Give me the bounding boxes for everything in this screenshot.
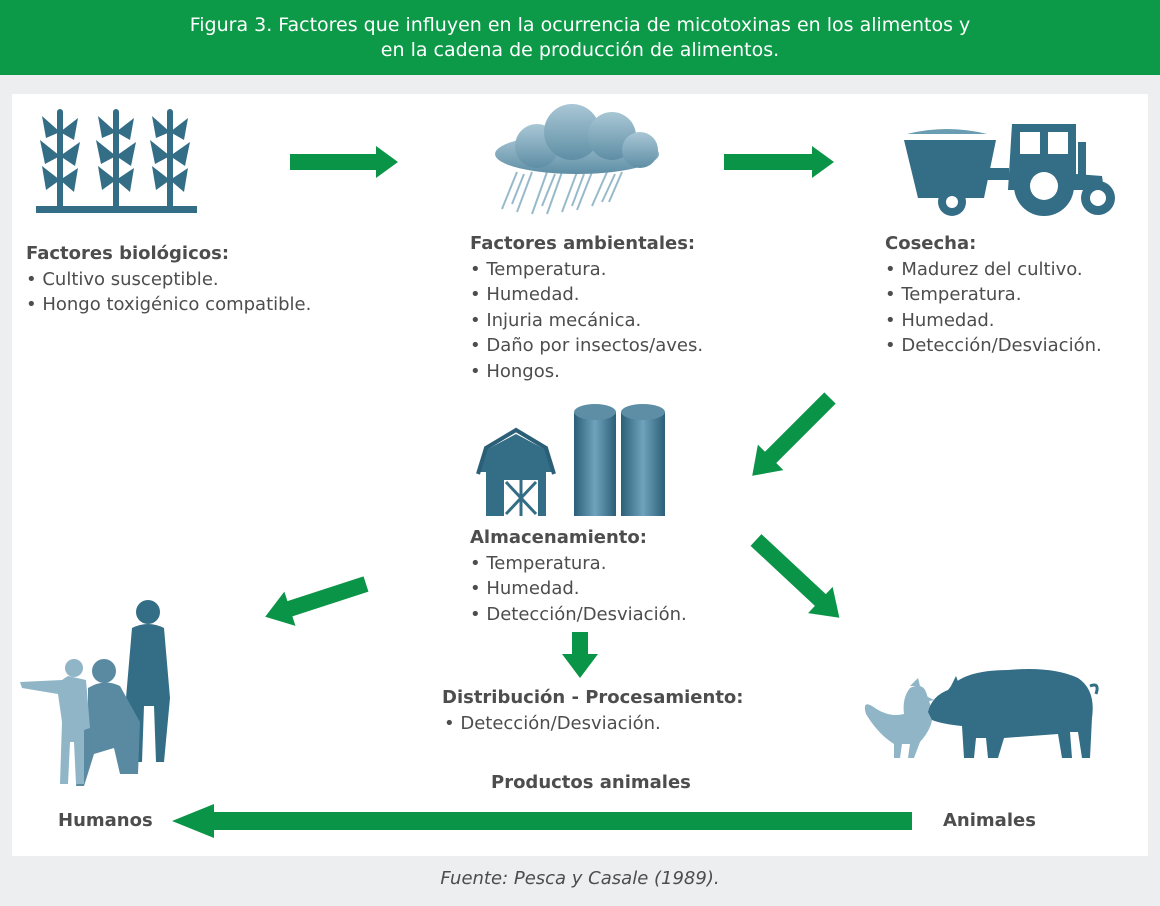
node-cosecha: Cosecha: Madurez del cultivo. Temperatur… bbox=[885, 231, 1102, 359]
chicken-pig-icon bbox=[864, 669, 1099, 758]
node-biologicos-title: Factores biológicos: bbox=[26, 243, 230, 264]
figure-title: Figura 3. Factores que influyen en la oc… bbox=[0, 0, 1160, 75]
node-ambientales-item: Temperatura. bbox=[470, 257, 703, 283]
node-biologicos: Factores biológicos: Cultivo susceptible… bbox=[26, 241, 311, 318]
figure-title-line-2: en la cadena de producción de alimentos. bbox=[380, 39, 780, 61]
node-cosecha-item: Humedad. bbox=[885, 308, 1102, 334]
diagram-panel: Factores biológicos: Cultivo susceptible… bbox=[12, 94, 1148, 856]
node-ambientales: Factores ambientales: Temperatura. Humed… bbox=[470, 231, 703, 384]
node-distribucion: Distribución - Procesamiento: Detección/… bbox=[442, 685, 744, 736]
animales-label: Animales bbox=[943, 810, 1036, 831]
node-almacenamiento: Almacenamiento: Temperatura. Humedad. De… bbox=[470, 525, 687, 627]
node-biologicos-item: Hongo toxigénico compatible. bbox=[26, 292, 311, 318]
humanos-label: Humanos bbox=[58, 810, 153, 831]
node-ambientales-title: Factores ambientales: bbox=[470, 233, 696, 254]
node-cosecha-item: Madurez del cultivo. bbox=[885, 257, 1102, 283]
people-icon bbox=[20, 600, 170, 786]
arrow-almacenamiento-to-distribucion bbox=[562, 632, 598, 678]
node-biologicos-item: Cultivo susceptible. bbox=[26, 267, 311, 293]
node-ambientales-item: Humedad. bbox=[470, 282, 703, 308]
arrow-biologicos-to-ambientales bbox=[290, 146, 398, 178]
node-cosecha-item: Temperatura. bbox=[885, 282, 1102, 308]
node-cosecha-title: Cosecha: bbox=[885, 233, 977, 254]
arrow-cosecha-to-almacenamiento bbox=[752, 392, 836, 476]
node-distribucion-title: Distribución - Procesamiento: bbox=[442, 687, 744, 708]
node-almacenamiento-item: Humedad. bbox=[470, 576, 687, 602]
flow-arrows bbox=[172, 146, 912, 838]
figure-source: Fuente: Pesca y Casale (1989). bbox=[440, 868, 720, 889]
node-ambientales-item: Daño por insectos/aves. bbox=[470, 333, 703, 359]
arrow-almacenamiento-to-humanos bbox=[265, 576, 369, 626]
corn-crop-icon bbox=[36, 109, 197, 213]
arrow-almacenamiento-to-animales bbox=[750, 534, 840, 618]
node-almacenamiento-title: Almacenamiento: bbox=[470, 527, 647, 548]
barn-silo-icon bbox=[476, 404, 665, 516]
diagram-artwork bbox=[20, 104, 1115, 838]
node-ambientales-item: Injuria mecánica. bbox=[470, 308, 703, 334]
node-almacenamiento-item: Detección/Desviación. bbox=[470, 602, 686, 628]
figure-title-line-1: Figura 3. Factores que influyen en la oc… bbox=[189, 14, 971, 36]
node-cosecha-item: Detección/Desviación. bbox=[885, 333, 1101, 359]
node-distribucion-item: Detección/Desviación. bbox=[442, 711, 744, 737]
arrow-animales-to-humanos bbox=[172, 804, 912, 838]
node-ambientales-item: Hongos. bbox=[470, 359, 703, 385]
node-almacenamiento-item: Temperatura. bbox=[470, 551, 687, 577]
arrow-ambientales-to-cosecha bbox=[724, 146, 834, 178]
productos-animales-label: Productos animales bbox=[491, 772, 691, 793]
tractor-icon bbox=[904, 124, 1115, 216]
rain-cloud-icon bbox=[495, 104, 659, 215]
